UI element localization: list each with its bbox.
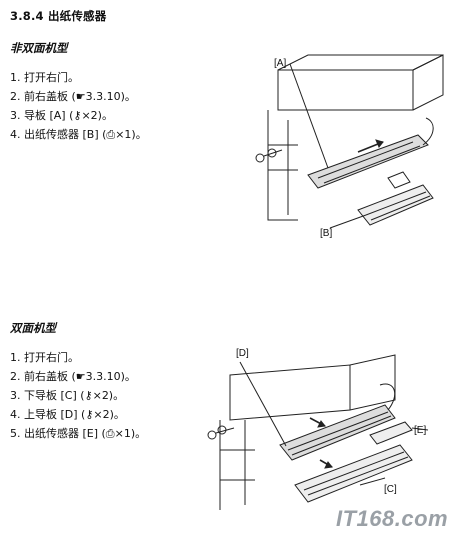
duplex-illustration xyxy=(207,354,429,510)
watermark-logo: IT168.com xyxy=(336,506,449,531)
duplex-heading: 双面机型 xyxy=(10,321,56,335)
step-item: 4. 出纸传感器 [B] (⎙×1)。 xyxy=(10,128,147,141)
step-item: 4. 上导板 [D] (⚷×2)。 xyxy=(10,408,125,421)
step-item: 5. 出纸传感器 [E] (⎙×1)。 xyxy=(10,427,147,440)
section-title: 3.8.4 出纸传感器 xyxy=(10,9,107,23)
callout-b-label: [B] xyxy=(320,228,333,239)
step-item: 1. 打开右门。 xyxy=(10,71,79,84)
step-item: 3. 下导板 [C] (⚷×2)。 xyxy=(10,389,125,402)
step-item: 3. 导板 [A] (⚷×2)。 xyxy=(10,109,113,122)
non-duplex-heading: 非双面机型 xyxy=(10,41,68,55)
duplex-steps: 1. 打开右门。 2. 前右盖板 (☛3.3.10)。 3. 下导板 [C] (… xyxy=(10,348,146,443)
step-item: 1. 打开右门。 xyxy=(10,351,79,364)
callout-a-label: [A] xyxy=(274,58,287,69)
step-item: 2. 前右盖板 (☛3.3.10)。 xyxy=(10,90,136,103)
callout-c-label: [C] xyxy=(384,484,397,495)
step-item: 2. 前右盖板 (☛3.3.10)。 xyxy=(10,370,136,383)
callout-e-label: [E] xyxy=(414,425,427,436)
non-duplex-steps: 1. 打开右门。 2. 前右盖板 (☛3.3.10)。 3. 导板 [A] (⚷… xyxy=(10,68,147,144)
non-duplex-illustration xyxy=(255,54,444,229)
callout-d-label: [D] xyxy=(236,348,249,359)
